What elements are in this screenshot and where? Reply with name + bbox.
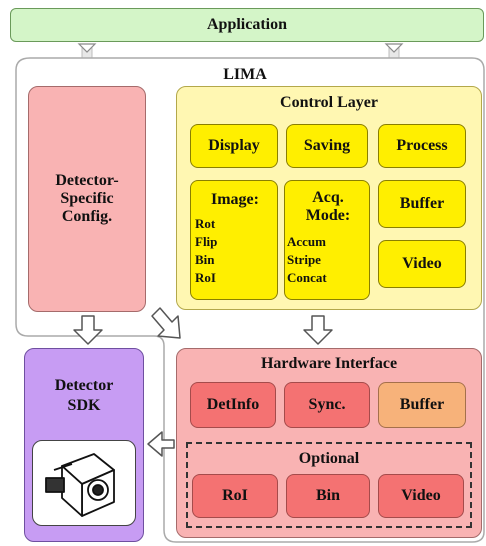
sync-label: Sync. <box>308 396 346 413</box>
acq-mode-title-line-2: Mode: <box>305 207 351 224</box>
app-tick-right <box>384 43 404 53</box>
detinfo-box: DetInfo <box>190 382 276 428</box>
acq-mode-box: Acq. Mode: Accum Stripe Concat <box>284 180 370 300</box>
opt-roi-label: RoI <box>222 487 248 504</box>
acq-mode-title-line-1: Acq. <box>312 189 344 206</box>
control-buffer-label: Buffer <box>399 195 445 212</box>
control-layer-title: Control Layer <box>280 94 378 111</box>
display-label: Display <box>208 137 260 154</box>
image-item-roi: RoI <box>195 270 216 285</box>
lima-label: LIMA <box>223 66 267 83</box>
detector-sdk-title: Detector SDK <box>24 376 144 416</box>
detector-camera-icon <box>45 453 115 517</box>
opt-video-box: Video <box>378 474 464 518</box>
hw-to-sdk-arrow <box>147 431 175 457</box>
camera-line <box>53 463 73 471</box>
saving-label: Saving <box>303 137 351 154</box>
opt-video-label: Video <box>401 487 441 504</box>
image-item-bin: Bin <box>195 252 215 267</box>
saving-box: Saving <box>286 124 368 168</box>
control-buffer-box: Buffer <box>378 180 466 228</box>
opt-roi-box: RoI <box>192 474 278 518</box>
app-tick-left <box>77 43 97 53</box>
opt-bin-box: Bin <box>286 474 370 518</box>
process-label: Process <box>396 137 448 154</box>
sync-box: Sync. <box>284 382 370 428</box>
hw-buffer-label: Buffer <box>399 396 445 413</box>
image-title: Image: <box>211 191 259 208</box>
hw-buffer-box: Buffer <box>378 382 466 428</box>
config-line-2: Specific <box>60 190 114 207</box>
detector-config-box: Detector- Specific Config. <box>28 86 146 312</box>
image-item-flip: Flip <box>195 234 218 249</box>
control-video-box: Video <box>378 240 466 288</box>
detinfo-label: DetInfo <box>206 396 260 413</box>
sdk-line-2: SDK <box>67 397 101 414</box>
image-items: Rot Flip Bin RoI <box>195 215 217 287</box>
config-to-hw-arrow <box>151 307 181 339</box>
opt-bin-label: Bin <box>315 487 340 504</box>
sdk-line-1: Detector <box>54 377 114 394</box>
acq-mode-items: Accum Stripe Concat <box>287 233 327 287</box>
display-box: Display <box>190 124 278 168</box>
config-line-3: Config. <box>61 208 113 225</box>
acq-mode-title: Acq. Mode: <box>285 189 371 225</box>
config-to-sdk-arrow <box>73 315 103 345</box>
camera-lens-inner <box>92 484 104 496</box>
image-box: Image: Rot Flip Bin RoI <box>190 180 278 300</box>
optional-title: Optional <box>298 450 360 467</box>
config-line-1: Detector- <box>55 172 119 189</box>
process-box: Process <box>378 124 466 168</box>
acq-item-accum: Accum <box>287 234 326 249</box>
acq-item-concat: Concat <box>287 270 327 285</box>
control-to-hw-arrow <box>303 315 333 345</box>
optional-group <box>186 442 472 528</box>
control-video-label: Video <box>402 255 442 272</box>
hardware-interface-title: Hardware Interface <box>260 355 398 372</box>
image-item-rot: Rot <box>195 216 216 231</box>
application-bar: Application <box>10 8 484 42</box>
camera-barrel <box>45 477 65 493</box>
acq-item-stripe: Stripe <box>287 252 321 267</box>
application-label: Application <box>206 16 287 33</box>
